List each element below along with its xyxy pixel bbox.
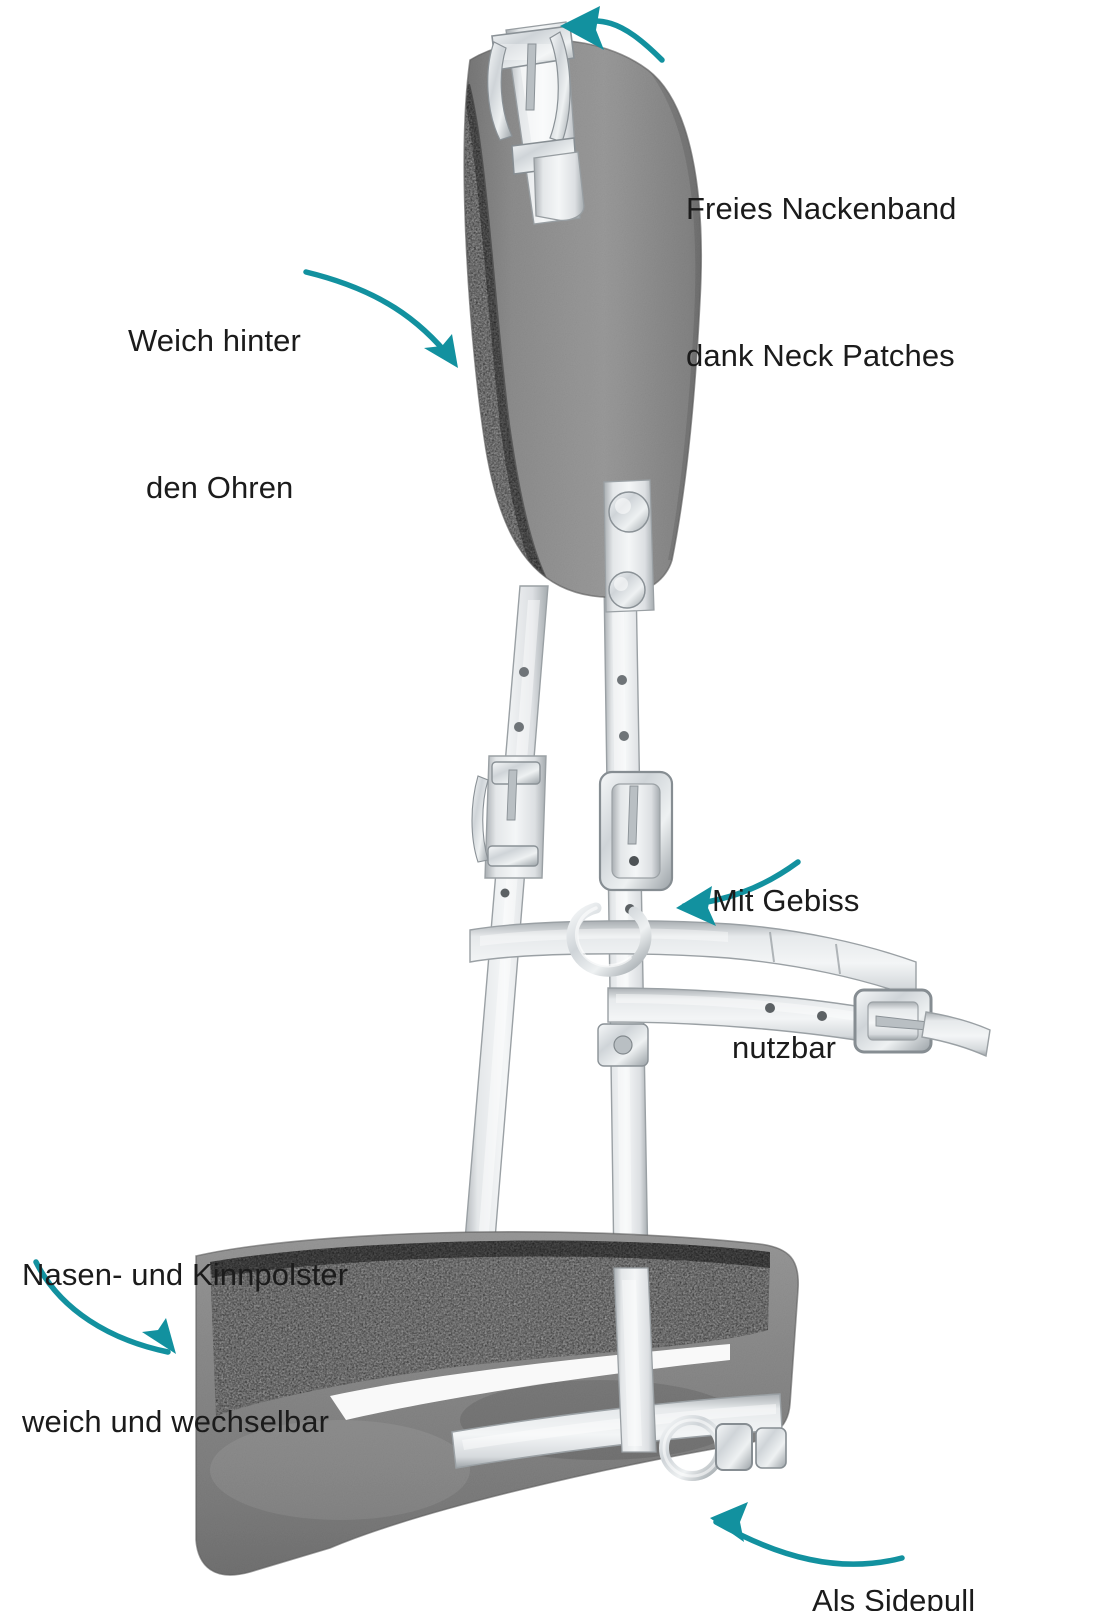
callout-als-sidepull-nutzbar: Als Sidepull nutzbar xyxy=(812,1478,975,1611)
callout-line: Nasen- und Kinnpolster xyxy=(22,1257,349,1292)
callout-mit-gebiss-nutzbar: Mit Gebiss nutzbar xyxy=(712,778,859,1170)
cheek-buckle-right xyxy=(598,770,674,892)
crown-buckle xyxy=(487,21,585,225)
callout-line: Mit Gebiss xyxy=(712,883,860,918)
sidepull-ring xyxy=(659,1415,787,1481)
callout-nasen-und-kinnpolster: Nasen- und Kinnpolster weich und wechsel… xyxy=(22,1152,348,1544)
callout-line: Freies Nackenband xyxy=(686,191,957,226)
bit-d-ring xyxy=(566,902,652,977)
callout-line: nutzbar xyxy=(732,1030,837,1065)
cheek-buckle-left xyxy=(471,755,547,879)
callout-line: weich und wechselbar xyxy=(22,1404,330,1439)
callout-line: dank Neck Patches xyxy=(686,338,955,373)
snap-studs xyxy=(603,479,655,613)
callout-freies-nackenband: Freies Nackenband dank Neck Patches xyxy=(686,86,957,478)
callout-line: den Ohren xyxy=(146,470,294,505)
strap-keeper xyxy=(597,1023,649,1067)
callout-line: Als Sidepull xyxy=(812,1583,976,1611)
snap-stud-upper xyxy=(608,491,650,533)
throat-buckle xyxy=(853,988,991,1058)
chin-strap xyxy=(451,1267,783,1469)
callout-line: Weich hinter xyxy=(128,323,301,358)
snap-stud-lower xyxy=(608,571,646,609)
callout-weich-hinter-den-ohren: Weich hinter den Ohren xyxy=(128,218,301,610)
